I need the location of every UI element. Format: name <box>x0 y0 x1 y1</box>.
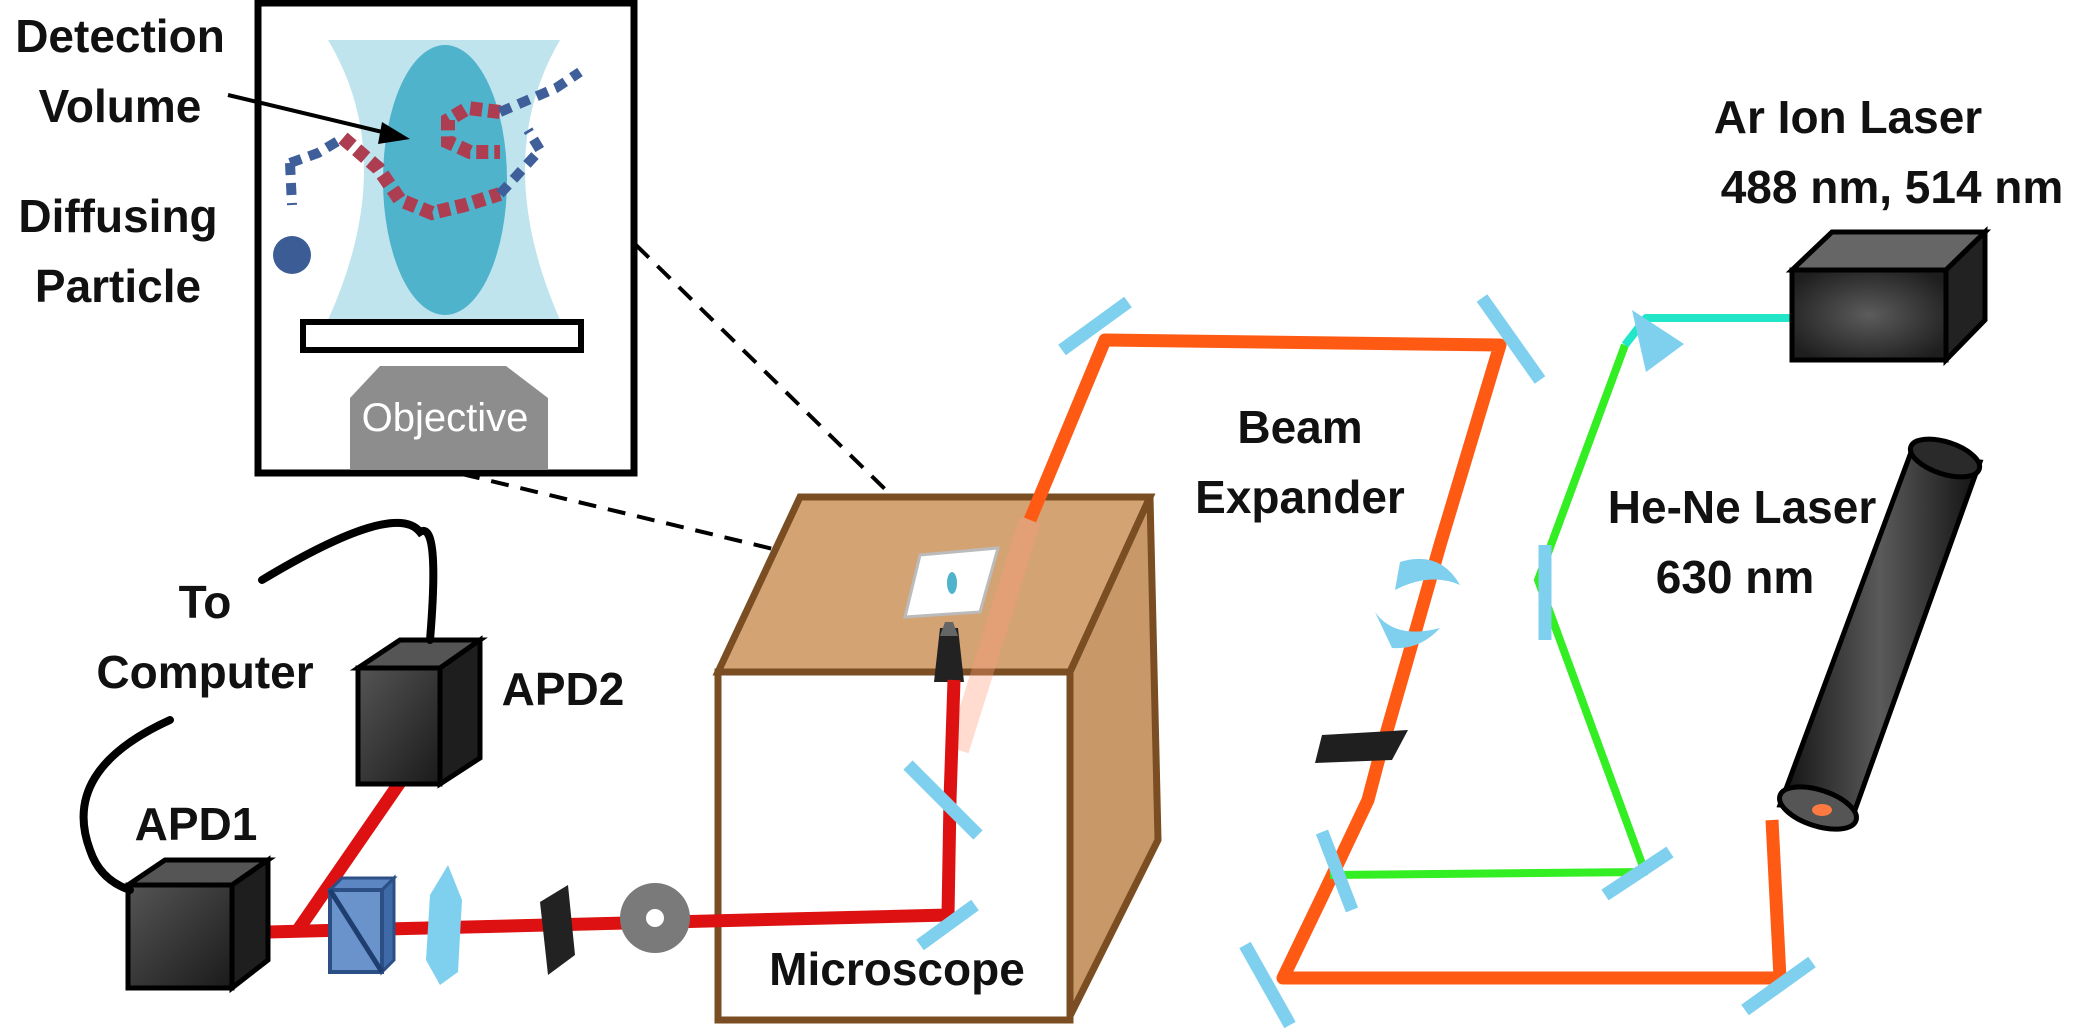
inset-panel: Objective <box>227 0 638 477</box>
mirror <box>916 899 979 951</box>
objective-label: Objective <box>362 396 529 440</box>
ar-laser-label-line1: Ar Ion Laser <box>1714 91 1983 143</box>
cyan-beam <box>1621 314 1790 348</box>
cable-apd2 <box>258 518 438 644</box>
diffusion-trajectory <box>498 67 583 117</box>
apd2-detector <box>349 635 488 789</box>
inset-connector <box>461 472 911 584</box>
mirror <box>1315 829 1359 913</box>
diffusion-trajectory <box>285 162 297 206</box>
red-beam <box>267 679 961 939</box>
detection-volume-ellipse <box>383 45 507 315</box>
hene-laser <box>1776 436 1984 832</box>
coverslip <box>300 319 584 353</box>
microscope-box: Microscope <box>712 493 1162 1024</box>
to-computer-label-line2: Computer <box>96 646 313 698</box>
objective-miniature <box>934 628 964 682</box>
diffusing-particle-label-line1: Diffusing <box>18 190 217 242</box>
particle-path-inside <box>338 132 503 221</box>
ar-laser-label-line2: 488 nm, 514 nm <box>1721 161 2064 213</box>
objective-tip <box>940 622 958 636</box>
filter <box>1315 730 1408 763</box>
particle-path-inside <box>441 100 501 159</box>
cable-apd1 <box>79 716 174 894</box>
to-computer-label-line1: To <box>179 576 232 628</box>
sample-spot <box>947 572 957 594</box>
apd2-label: APD2 <box>502 663 625 715</box>
mirror <box>1476 294 1546 384</box>
microscope-front <box>714 668 1074 1024</box>
filter <box>540 885 575 975</box>
diffusing-particle-label-line2: Particle <box>35 260 201 312</box>
prism <box>1632 310 1684 372</box>
hene-laser-label-line1: He-Ne Laser <box>1608 481 1877 533</box>
mirror <box>1741 956 1816 1016</box>
diffusion-trajectory <box>496 127 547 198</box>
detection-volume-label-line2: Volume <box>39 80 202 132</box>
beam-expander-label-line1: Beam <box>1237 401 1362 453</box>
beam-expander-label-line2: Expander <box>1195 471 1405 523</box>
mirror <box>1601 846 1674 901</box>
orange-beam-fade <box>947 516 1041 754</box>
inset-connector <box>634 243 944 547</box>
red-beam-to-apd2 <box>292 771 411 934</box>
apd1-label: APD1 <box>135 798 258 850</box>
mirror <box>1239 941 1296 1029</box>
beam-expander-lens <box>1395 558 1460 590</box>
detection-volume-label-line1: Detection <box>15 10 225 62</box>
diffusing-particle <box>273 236 311 274</box>
microscope-label: Microscope <box>769 943 1025 995</box>
detection-volume-arrow <box>227 93 396 137</box>
orange-beam <box>1024 333 1787 985</box>
lens <box>426 865 462 985</box>
beam-paths <box>267 310 1790 985</box>
mirror <box>903 760 983 840</box>
diffusion-trajectory <box>288 133 346 168</box>
arrowhead <box>378 122 410 144</box>
mirror <box>1058 296 1132 356</box>
beam-expander-lens <box>1375 612 1440 649</box>
beam-splitter-cube <box>326 874 398 976</box>
objective-lens <box>350 366 548 470</box>
green-beam <box>1329 343 1649 879</box>
apd1-detector <box>119 855 276 994</box>
hene-laser-label-line2: 630 nm <box>1656 551 1815 603</box>
optics <box>903 294 1816 1029</box>
ar-ion-laser <box>1785 226 1992 367</box>
pinhole-aperture <box>646 909 664 927</box>
